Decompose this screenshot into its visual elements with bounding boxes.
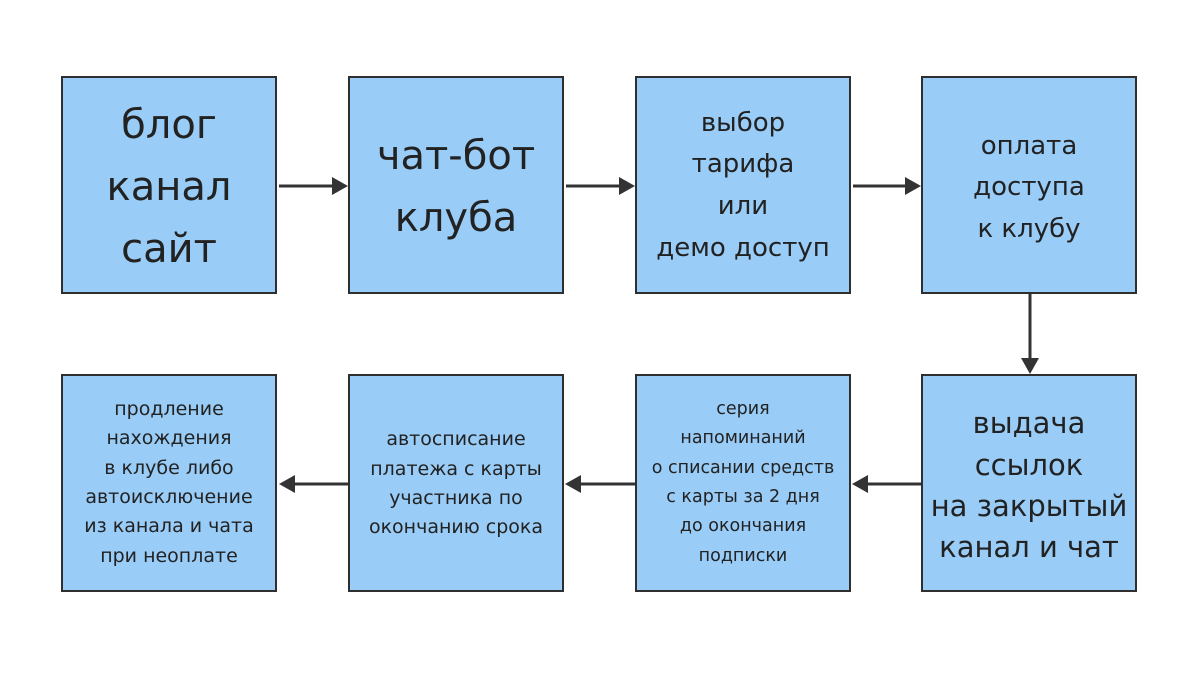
box-payment-label: оплата доступа к клубу (973, 130, 1085, 244)
box-tariff-label: выбор тарифа или демо доступ (656, 107, 830, 263)
box-renewal-or-exclusion: продление нахождения в клубе либо автоис… (61, 374, 277, 592)
box-issue-links: выдача ссылок на закрытый канал и чат (921, 374, 1137, 592)
arrow-autopay-to-renewal (279, 475, 348, 493)
arrow-payment-to-links (1021, 294, 1039, 374)
box-blog-label: блог канал сайт (106, 102, 232, 272)
arrow-reminders-to-autopay (565, 475, 635, 493)
box-links-label: выдача ссылок на закрытый канал и чат (930, 406, 1128, 565)
box-blog-channel-site: блог канал сайт (61, 76, 277, 294)
box-club-chatbot: чат-бот клуба (348, 76, 564, 294)
box-chatbot-label: чат-бот клуба (376, 133, 536, 241)
box-auto-debit: автосписание платежа с карты участника п… (348, 374, 564, 592)
box-reminders-label: серия напоминаний о списании средств с к… (651, 398, 835, 566)
arrow-tariff-to-payment (853, 177, 921, 195)
box-autopay-label: автосписание платежа с карты участника п… (368, 428, 544, 539)
box-tariff-choice: выбор тарифа или демо доступ (635, 76, 851, 294)
arrow-blog-to-chatbot (279, 177, 348, 195)
box-renewal-label: продление нахождения в клубе либо автоис… (84, 397, 254, 567)
box-access-payment: оплата доступа к клубу (921, 76, 1137, 294)
box-reminder-series: серия напоминаний о списании средств с к… (635, 374, 851, 592)
arrow-links-to-reminders (852, 475, 921, 493)
arrow-chatbot-to-tariff (566, 177, 635, 195)
